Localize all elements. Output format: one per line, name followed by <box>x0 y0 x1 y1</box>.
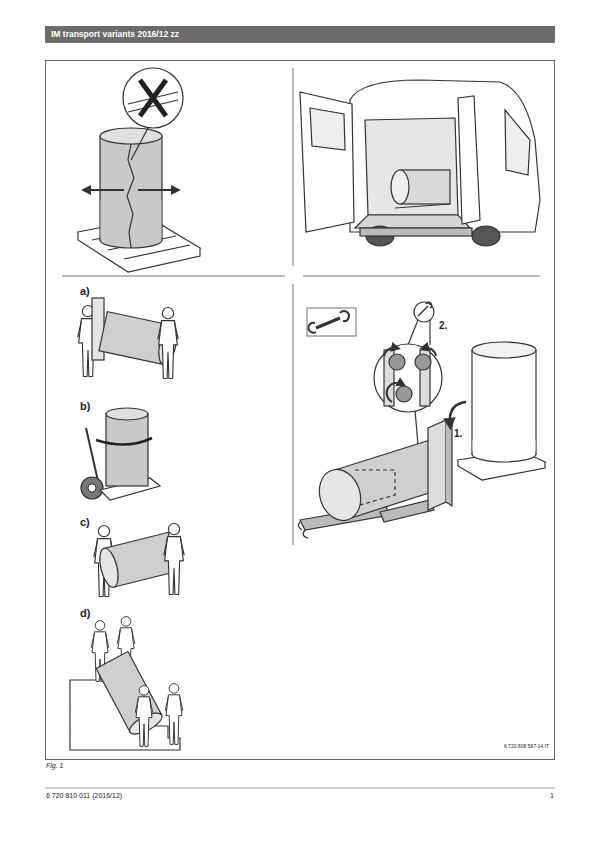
footer-rule <box>45 788 555 789</box>
step-letter: b) <box>80 400 90 412</box>
header-bar <box>45 26 555 43</box>
standing-cylinder <box>450 342 545 480</box>
step-letter: d) <box>80 607 90 619</box>
carry-figure-c <box>94 524 185 597</box>
drawing-number: 6 720 808 587-14 IT <box>504 744 549 750</box>
step-letter: c) <box>80 516 90 528</box>
step-letter: a) <box>80 285 90 297</box>
unpack-figure <box>78 68 200 272</box>
tool-symbol <box>307 308 356 336</box>
van-figure <box>300 80 540 246</box>
step-number: 2. <box>438 320 448 331</box>
step-number: 1. <box>453 428 463 439</box>
figure-caption: Fig. 1 <box>46 762 64 770</box>
hand-truck-figure <box>81 408 160 500</box>
header-title: IM transport variants 2016/12 zz <box>51 30 179 39</box>
figure-frame <box>46 61 555 760</box>
panel-dividers <box>62 68 540 545</box>
carry-figure-a <box>78 298 180 378</box>
document-number: 6 720 810 011 (2016/12) <box>46 792 122 800</box>
lying-cylinder <box>298 420 452 538</box>
page-number: 1 <box>550 792 554 800</box>
stairs-figure <box>70 617 183 750</box>
